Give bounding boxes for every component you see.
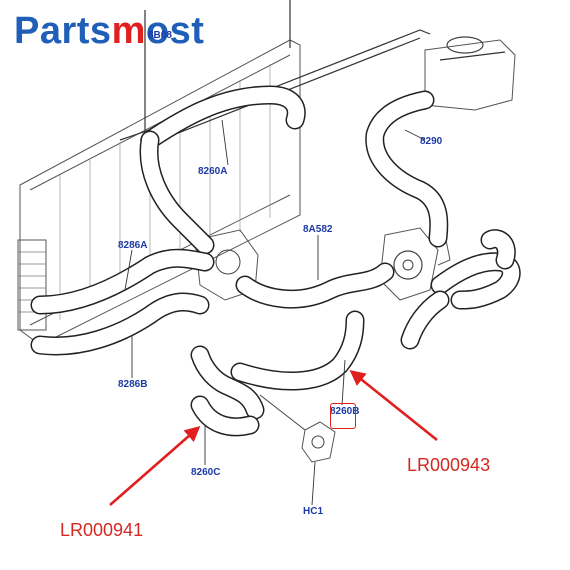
brand-part-parts: Parts	[14, 10, 112, 52]
part-number-lr000943: LR000943	[407, 455, 491, 475]
callout-arrow-right	[349, 370, 438, 442]
label-8286b: 8286B	[118, 379, 148, 390]
hoses	[30, 85, 521, 437]
part-number-lr000941: LR000941	[60, 520, 144, 540]
label-8b08: 8B08	[148, 30, 172, 41]
label-8286a: 8286A	[118, 240, 148, 251]
brand-part-ost: ost	[145, 10, 205, 52]
label-8260a: 8260A	[198, 166, 228, 177]
callout-arrow-left	[109, 425, 201, 506]
label-hc1: HC1	[303, 506, 324, 517]
highlight-box-8260b	[330, 403, 356, 429]
brand-logo: Partsmost	[14, 6, 204, 56]
expansion-tank	[424, 36, 516, 111]
brand-part-m: m	[111, 10, 146, 52]
label-8260b: 8260B	[330, 406, 360, 417]
hc1-sensor	[259, 394, 336, 463]
label-8260c: 8260C	[191, 467, 221, 478]
leader-lines	[124, 119, 426, 506]
label-8290: 8290	[420, 136, 443, 147]
label-8a582: 8A582	[303, 224, 333, 235]
